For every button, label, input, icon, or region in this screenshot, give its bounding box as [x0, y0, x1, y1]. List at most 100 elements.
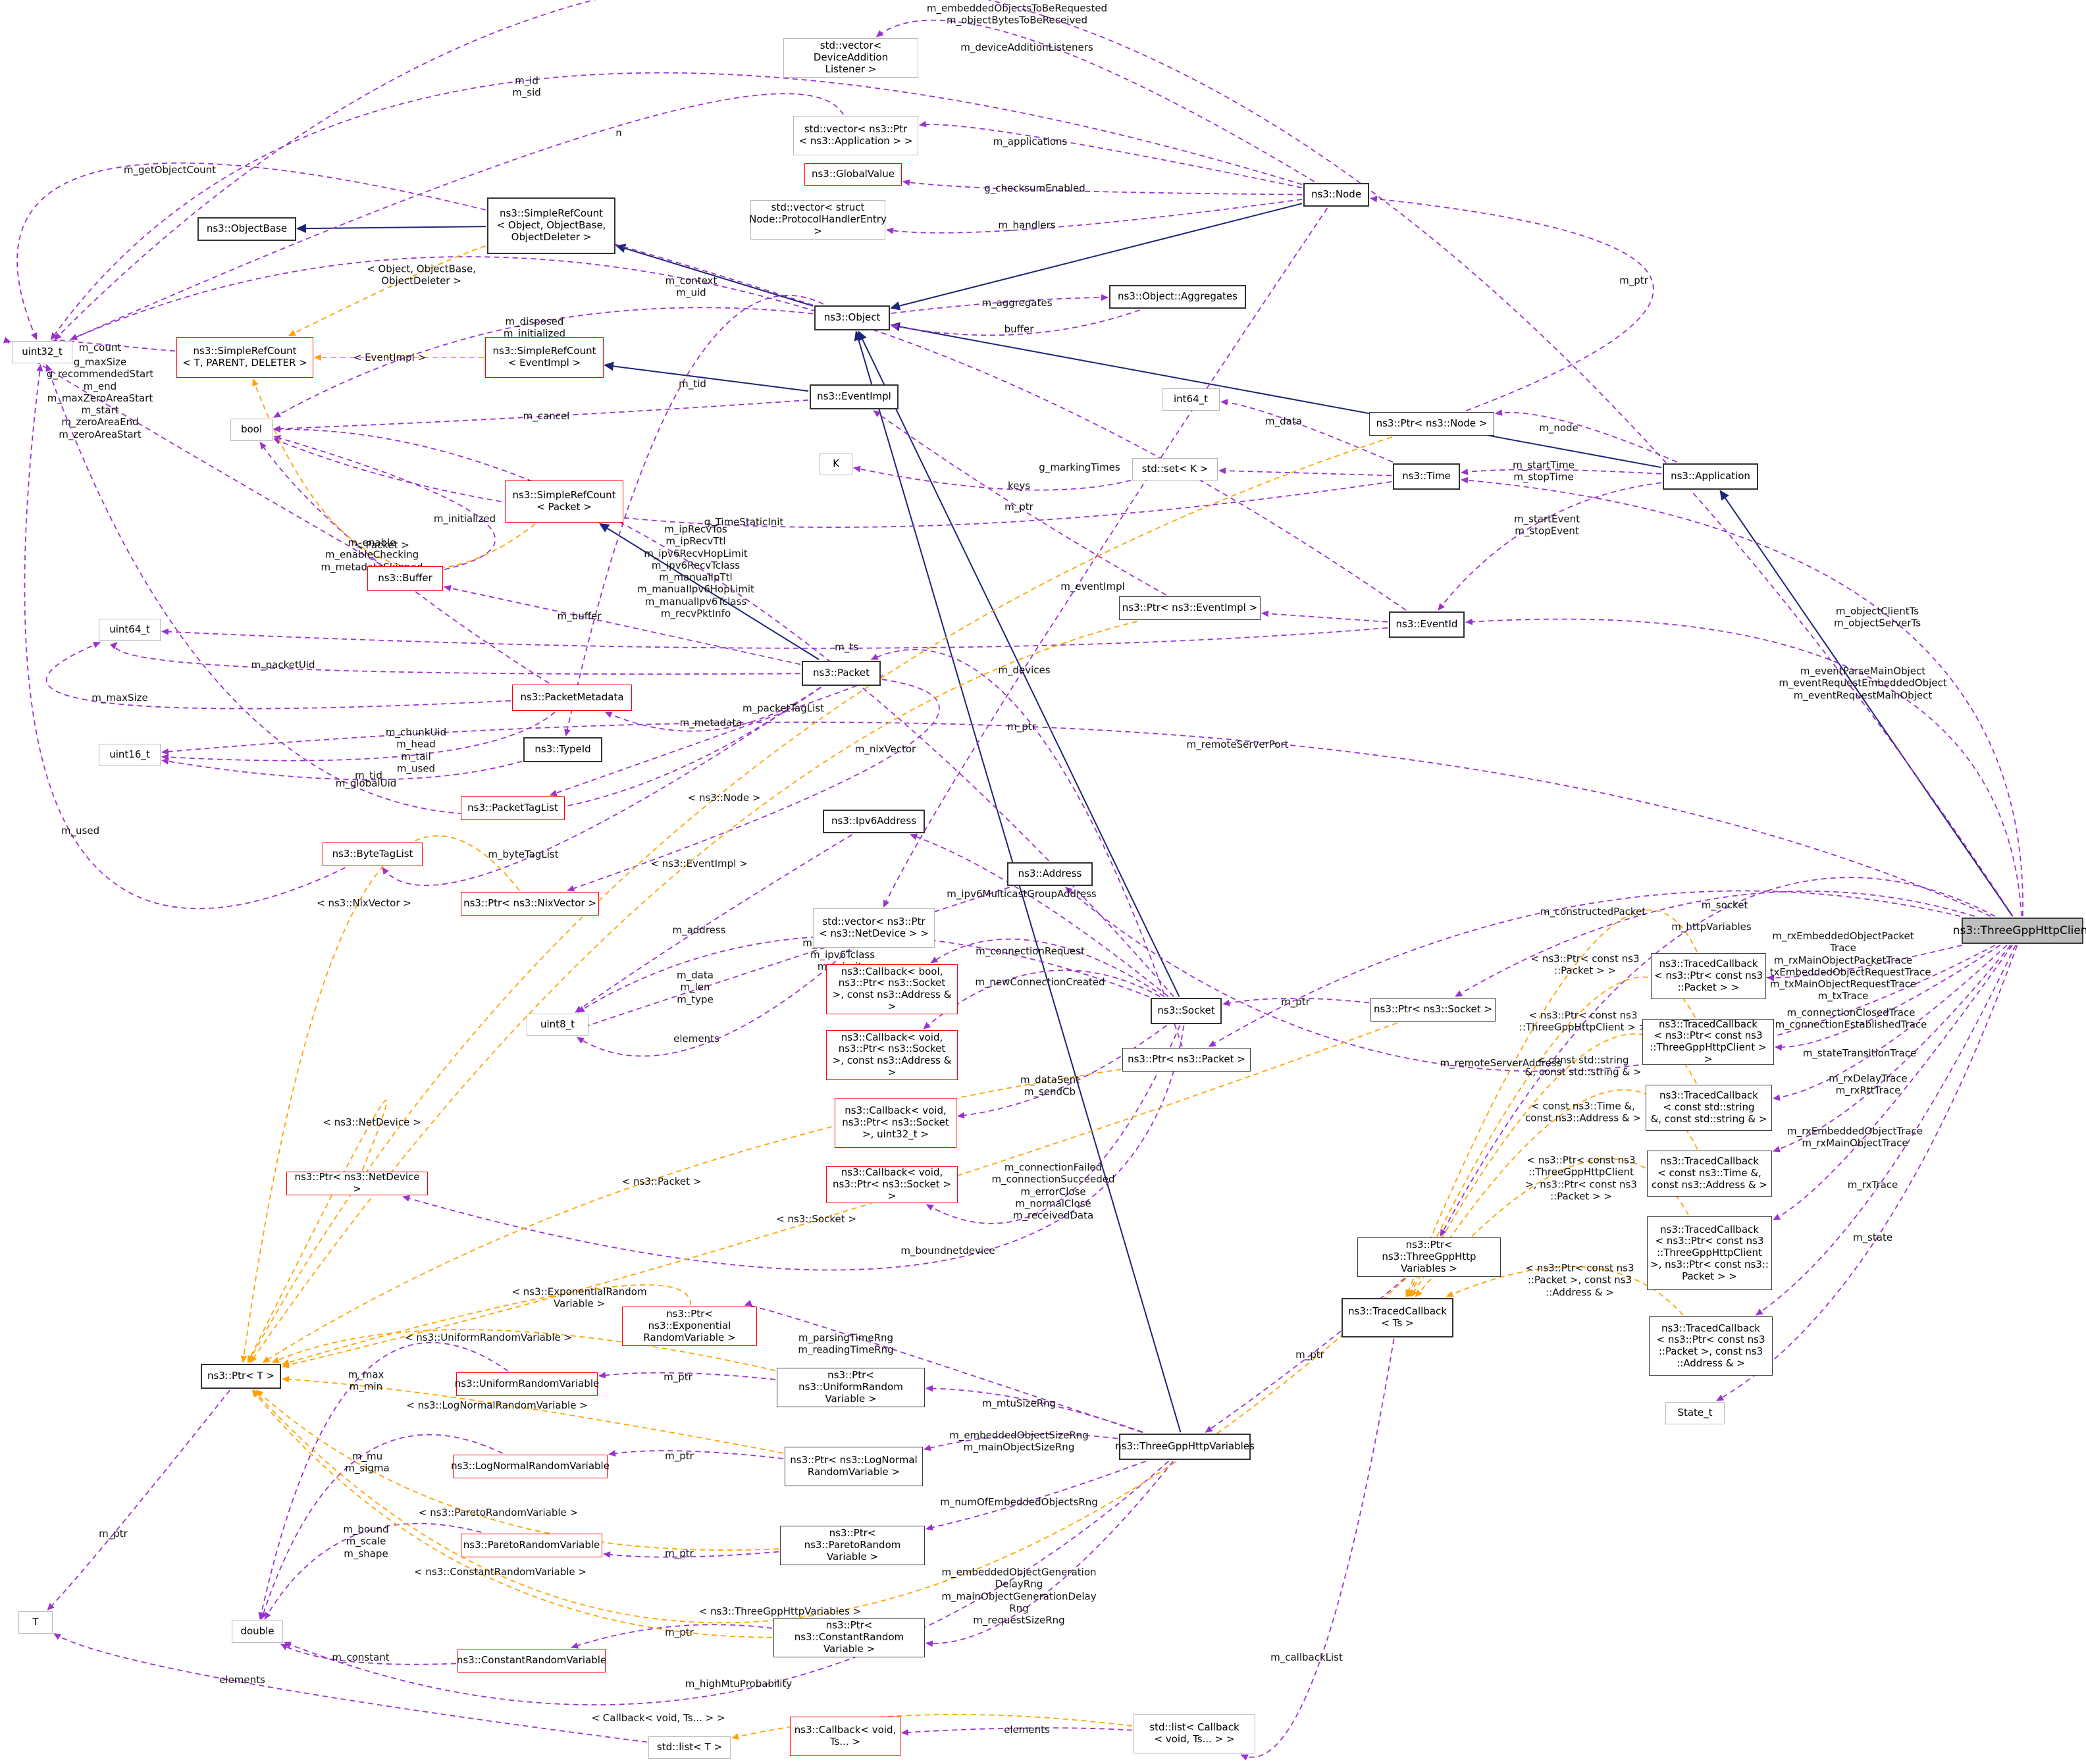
graph-node-aggregates[interactable]: ns3::Object::Aggregates: [1109, 285, 1246, 309]
graph-node-constRV[interactable]: ns3::ConstantRandomVariable: [457, 1649, 606, 1673]
graph-node-client[interactable]: ns3::ThreeGppHttpClient: [1953, 918, 2086, 944]
graph-node-eventId[interactable]: ns3::EventId: [1389, 611, 1465, 638]
graph-node-listCb[interactable]: std::list< Callback < void, Ts... > >: [1134, 1714, 1255, 1753]
edge-buffer-to-bool: [273, 435, 496, 571]
edge-label-tc1-to-tracedCbTs: < ns3::Ptr< const ns3 ::Packet > >: [1530, 952, 1640, 977]
graph-node-state[interactable]: State_t: [1665, 1402, 1725, 1424]
graph-node-vecProto[interactable]: std::vector< struct Node::ProtocolHandle…: [749, 200, 887, 240]
graph-node-socket[interactable]: ns3::Socket: [1151, 998, 1222, 1024]
edge-label-httpVars-to-ptrConstRV: m_embeddedObjectGeneration DelayRng m_ma…: [941, 1566, 1097, 1626]
graph-node-ptrNixVec[interactable]: ns3::Ptr< ns3::NixVector >: [461, 892, 599, 916]
edge-label-httpVars-to-double: m_highMtuProbability: [685, 1677, 793, 1690]
edge-label-application-to-eventId: m_startEvent m_stopEvent: [1513, 513, 1580, 537]
graph-node-paretoRV[interactable]: ns3::ParetoRandomVariable: [461, 1534, 602, 1557]
graph-node-pktTagList[interactable]: ns3::PacketTagList: [461, 796, 565, 820]
graph-node-buffer[interactable]: ns3::Buffer: [367, 566, 443, 591]
graph-node-typeId[interactable]: ns3::TypeId: [523, 737, 602, 762]
edge-label-httpVars-to-ptrLogRV: m_embeddedObjectSizeRng m_mainObjectSize…: [949, 1429, 1089, 1453]
graph-node-int64[interactable]: int64_t: [1162, 388, 1220, 411]
graph-node-src_tpd[interactable]: ns3::SimpleRefCount < T, PARENT, DELETER…: [176, 337, 313, 378]
graph-node-ptrNode[interactable]: ns3::Ptr< ns3::Node >: [1369, 412, 1494, 436]
graph-node-uint32[interactable]: uint32_t: [12, 341, 72, 363]
graph-node-ptrSocket[interactable]: ns3::Ptr< ns3::Socket >: [1370, 998, 1496, 1022]
graph-node-T[interactable]: T: [18, 1611, 53, 1634]
graph-node-tracedCbTs[interactable]: ns3::TracedCallback < Ts >: [1342, 1298, 1453, 1337]
edge-src_pkt-to-src_tpd: [252, 378, 536, 569]
graph-node-pktMeta[interactable]: ns3::PacketMetadata: [512, 685, 632, 711]
edge-tracedCbTs-to-listCb: [1240, 1338, 1395, 1761]
edge-label-client-to-address: m_remoteServerAddress: [1440, 1056, 1562, 1069]
graph-node-cbVoidTs[interactable]: ns3::Callback< void, Ts... >: [790, 1717, 900, 1756]
graph-node-packet[interactable]: ns3::Packet: [802, 661, 881, 686]
graph-node-ptrConstRV[interactable]: ns3::Ptr< ns3::ConstantRandom Variable >: [773, 1618, 925, 1657]
graph-node-eventImpl[interactable]: ns3::EventImpl: [810, 384, 899, 409]
edge-typeId-to-uint16: [161, 758, 523, 781]
edge-label-ptrT-to-T: m_ptr: [99, 1527, 128, 1540]
graph-node-src_ei[interactable]: ns3::SimpleRefCount < EventImpl >: [485, 337, 604, 378]
graph-node-cb3[interactable]: ns3::Callback< void, ns3::Ptr< ns3::Sock…: [835, 1098, 956, 1148]
graph-node-node[interactable]: ns3::Node: [1303, 183, 1369, 207]
graph-node-ptrExpRV[interactable]: ns3::Ptr< ns3::Exponential RandomVariabl…: [622, 1307, 757, 1346]
edge-label-tc2-to-tracedCbTs: < ns3::Ptr< const ns3 ::ThreeGppHttpClie…: [1519, 1009, 1647, 1033]
edge-label-node-to-vecApp: m_applications: [993, 135, 1068, 147]
graph-node-tc3[interactable]: ns3::TracedCallback < const std::string …: [1646, 1085, 1772, 1131]
graph-node-time[interactable]: ns3::Time: [1393, 463, 1460, 490]
graph-node-ptrParetoRV[interactable]: ns3::Ptr< ns3::ParetoRandom Variable >: [780, 1526, 925, 1565]
edge-pktMeta-to-bool: [259, 442, 550, 684]
edge-label-src_tpd-to-uint32: m_count: [78, 341, 122, 353]
edge-label-ptrNixVec-to-ptrT: < ns3::NixVector >: [317, 896, 411, 909]
graph-node-uint8[interactable]: uint8_t: [527, 1014, 588, 1036]
graph-node-tc1[interactable]: ns3::TracedCallback < ns3::Ptr< const ns…: [1651, 953, 1766, 999]
graph-node-tc6[interactable]: ns3::TracedCallback < ns3::Ptr< const ns…: [1649, 1316, 1773, 1376]
graph-node-ptrT[interactable]: ns3::Ptr< T >: [201, 1364, 281, 1389]
graph-node-httpVars[interactable]: ns3::ThreeGppHttpVariables: [1115, 1434, 1255, 1460]
graph-node-logRV[interactable]: ns3::LogNormalRandomVariable: [451, 1455, 610, 1478]
graph-node-tc4[interactable]: ns3::TracedCallback < const ns3::Time &,…: [1647, 1151, 1772, 1197]
graph-node-ptrUniRV[interactable]: ns3::Ptr< ns3::UniformRandom Variable >: [777, 1368, 925, 1407]
graph-node-cb1[interactable]: ns3::Callback< bool, ns3::Ptr< ns3::Sock…: [826, 964, 958, 1014]
graph-node-uint64[interactable]: uint64_t: [99, 619, 161, 641]
graph-node-tc5[interactable]: ns3::TracedCallback < ns3::Ptr< const ns…: [1647, 1216, 1772, 1290]
graph-node-ptrHttpVars[interactable]: ns3::Ptr< ns3::ThreeGppHttp Variables >: [1357, 1237, 1501, 1277]
edge-tc6-to-tracedCbTs: [1446, 1266, 1684, 1316]
graph-node-vecNetDev[interactable]: std::vector< ns3::Ptr < ns3::NetDevice >…: [813, 908, 935, 948]
edge-label-client-to-eventId: m_eventParseMainObject m_eventRequestEmb…: [1779, 665, 1947, 702]
graph-node-setK[interactable]: std::set< K >: [1132, 458, 1218, 480]
edge-label-tracedCbTs-to-listCb: m_callbackList: [1270, 1651, 1343, 1663]
graph-node-vecApp[interactable]: std::vector< ns3::Ptr < ns3::Application…: [793, 116, 918, 155]
edge-client-to-ptrPacket: [1208, 890, 1961, 1047]
graph-node-K[interactable]: K: [820, 453, 852, 475]
graph-node-vecDevAdd[interactable]: std::vector< DeviceAddition Listener >: [783, 38, 918, 78]
graph-node-cb2[interactable]: ns3::Callback< void, ns3::Ptr< ns3::Sock…: [826, 1030, 958, 1080]
graph-node-ptrPacket[interactable]: ns3::Ptr< ns3::Packet >: [1122, 1048, 1251, 1072]
edge-label-constRV-to-double: m_constant: [332, 1651, 390, 1663]
edge-client-to-time: [1461, 477, 2023, 917]
graph-node-uint16[interactable]: uint16_t: [99, 744, 161, 766]
graph-node-ptrEventImpl[interactable]: ns3::Ptr< ns3::EventImpl >: [1119, 596, 1261, 620]
edge-socket-to-cb4: [926, 1025, 1181, 1224]
graph-node-src_obj[interactable]: ns3::SimpleRefCount < Object, ObjectBase…: [487, 197, 615, 254]
edge-object-to-typeId: [563, 294, 824, 737]
graph-node-ptrNetDev[interactable]: ns3::Ptr< ns3::NetDevice >: [286, 1171, 428, 1195]
graph-node-address[interactable]: ns3::Address: [1007, 862, 1093, 886]
graph-node-uniRV[interactable]: ns3::UniformRandomVariable: [455, 1372, 599, 1396]
graph-node-bool[interactable]: bool: [230, 419, 273, 441]
graph-node-objectBase[interactable]: ns3::ObjectBase: [197, 217, 296, 241]
graph-node-listT[interactable]: std::list< T >: [648, 1736, 731, 1759]
edge-label-object-to-aggregates: m_aggregates: [981, 296, 1053, 309]
graph-node-tc2[interactable]: ns3::TracedCallback < ns3::Ptr< const ns…: [1642, 1018, 1774, 1065]
graph-node-object[interactable]: ns3::Object: [814, 305, 890, 330]
graph-node-double[interactable]: double: [232, 1621, 283, 1643]
graph-node-ipv6addr[interactable]: ns3::Ipv6Address: [823, 810, 925, 833]
edge-label-object-to-bool: m_disposed m_initialized: [503, 315, 566, 340]
edge-vecApp-to-uint32: [70, 93, 844, 340]
edge-node-to-object: [890, 203, 1303, 311]
edge-ptrPacket-to-packet: [870, 649, 1183, 1047]
graph-node-byteTagList[interactable]: ns3::ByteTagList: [323, 843, 423, 866]
graph-node-globalValue[interactable]: ns3::GlobalValue: [804, 163, 902, 186]
graph-node-cb4[interactable]: ns3::Callback< void, ns3::Ptr< ns3::Sock…: [826, 1166, 958, 1203]
graph-node-ptrLogRV[interactable]: ns3::Ptr< ns3::LogNormal RandomVariable …: [785, 1447, 923, 1486]
graph-node-src_pkt[interactable]: ns3::SimpleRefCount < Packet >: [505, 480, 623, 523]
graph-node-application[interactable]: ns3::Application: [1663, 463, 1758, 490]
